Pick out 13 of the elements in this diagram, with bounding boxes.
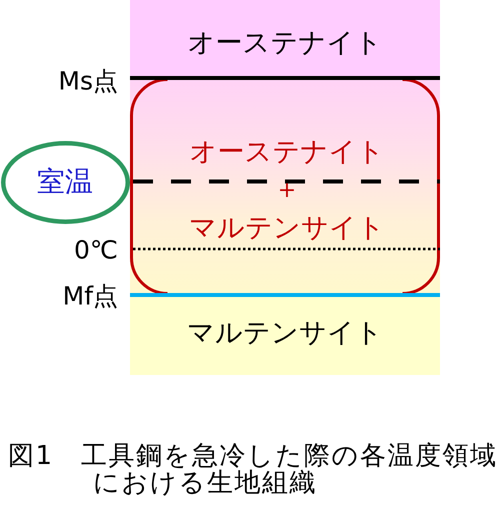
- phase-label: オーステナイト: [190, 138, 384, 166]
- phase-region: [130, 295, 440, 375]
- phase-label: マルテンサイト: [189, 214, 385, 242]
- phase-region: [130, 78, 440, 295]
- temperature-label: 0℃: [74, 238, 118, 262]
- temperature-label: Mf点: [62, 284, 118, 308]
- temperature-label: Ms点: [58, 68, 118, 94]
- plus-sign: +: [278, 180, 296, 202]
- figure-caption: 図1 工具鋼を急冷した際の各温度領域における生地組織: [8, 443, 499, 497]
- phase-region: [130, 0, 440, 78]
- temperature-label: 室温: [37, 168, 93, 196]
- phase-label: オーステナイト: [188, 30, 382, 56]
- phase-label: マルテンサイト: [187, 320, 383, 346]
